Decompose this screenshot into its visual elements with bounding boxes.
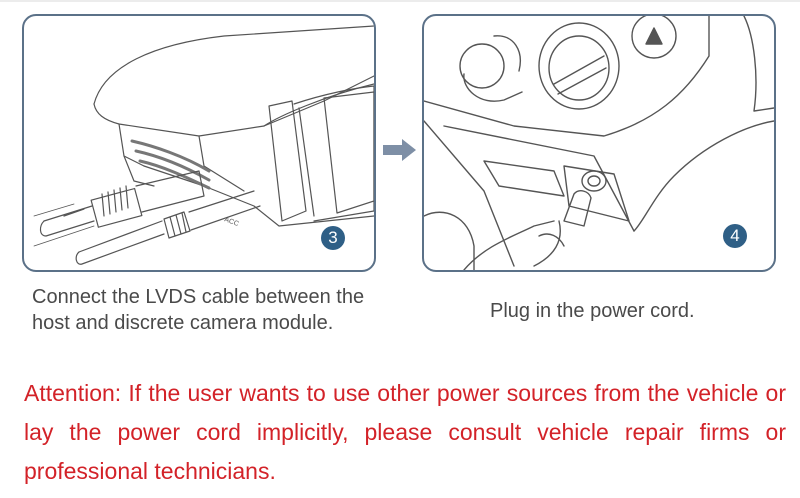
- acc-port-label: ACC: [223, 216, 239, 228]
- step-3-caption: Connect the LVDS cable between the host …: [32, 286, 365, 334]
- attention-notice: Attention: If the user wants to use othe…: [24, 380, 786, 484]
- step-3-badge: 3: [321, 226, 345, 250]
- top-divider: [0, 0, 800, 2]
- power-cord-illustration: [424, 16, 774, 270]
- right-arrow-icon: [383, 139, 416, 161]
- lvds-cable-illustration: ACC: [33, 25, 374, 265]
- step-4-illustration-panel: 4: [422, 14, 776, 272]
- step-4-badge: 4: [723, 224, 747, 248]
- step-3-illustration-panel: ACC 3: [22, 14, 376, 272]
- step-4-caption: Plug in the power cord.: [490, 300, 695, 322]
